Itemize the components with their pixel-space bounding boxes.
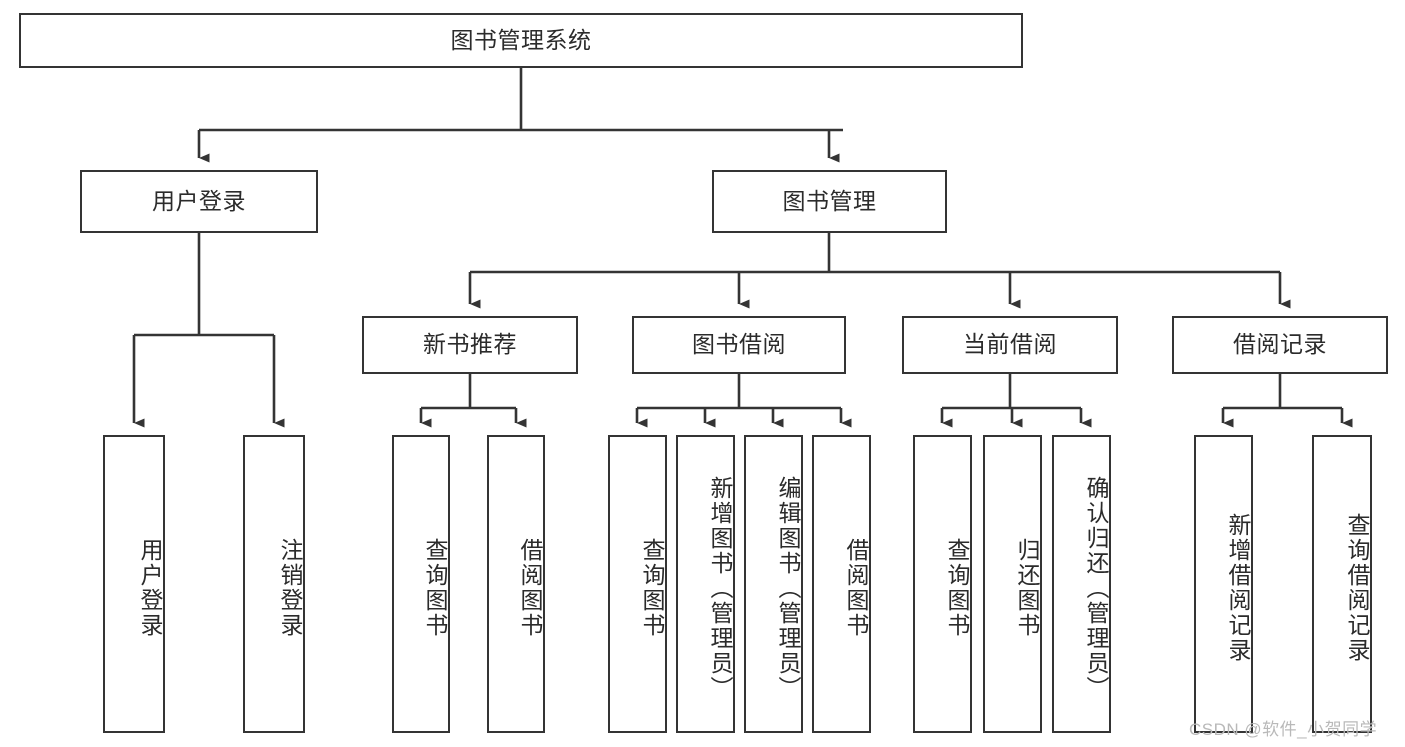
node-book-management-label: 图书管理 <box>782 187 877 214</box>
leaf-edit-book-admin-label: 编辑图书（管理员） <box>775 475 801 701</box>
node-user-login-label: 用户登录 <box>152 187 246 214</box>
node-root-label: 图书管理系统 <box>450 26 592 53</box>
leaf-borrow-book-label: 借阅图书 <box>843 538 869 638</box>
leaf-add-book-admin-label: 新增图书（管理员） <box>707 475 733 701</box>
leaf-confirm-return-admin[interactable]: 确认归还（管理员） <box>1052 435 1111 733</box>
node-user-login[interactable]: 用户登录 <box>80 170 318 233</box>
leaf-borrow-book-newbook[interactable]: 借阅图书 <box>487 435 545 733</box>
node-borrow-record[interactable]: 借阅记录 <box>1172 316 1388 374</box>
leaf-query-borrow-record[interactable]: 查询借阅记录 <box>1312 435 1372 733</box>
node-current-borrow-label: 当前借阅 <box>963 331 1057 358</box>
leaf-edit-book-admin[interactable]: 编辑图书（管理员） <box>744 435 803 733</box>
leaf-query-book-borrow-label: 查询图书 <box>639 538 665 638</box>
node-new-book-recommend[interactable]: 新书推荐 <box>362 316 578 374</box>
leaf-query-book-newbook[interactable]: 查询图书 <box>392 435 450 733</box>
leaf-borrow-book-newbook-label: 借阅图书 <box>517 538 543 638</box>
leaf-query-book-borrow[interactable]: 查询图书 <box>608 435 667 733</box>
node-root[interactable]: 图书管理系统 <box>19 13 1023 68</box>
leaf-user-login-label: 用户登录 <box>137 538 163 638</box>
leaf-user-login[interactable]: 用户登录 <box>103 435 165 733</box>
leaf-add-borrow-record[interactable]: 新增借阅记录 <box>1194 435 1253 733</box>
node-book-borrow[interactable]: 图书借阅 <box>632 316 846 374</box>
leaf-logout[interactable]: 注销登录 <box>243 435 305 733</box>
node-book-borrow-label: 图书借阅 <box>692 331 786 358</box>
leaf-query-book-newbook-label: 查询图书 <box>422 538 448 638</box>
leaf-return-book-label: 归还图书 <box>1014 538 1040 638</box>
leaf-return-book[interactable]: 归还图书 <box>983 435 1042 733</box>
leaf-query-borrow-record-label: 查询借阅记录 <box>1344 513 1370 663</box>
csdn-watermark: CSDN @软件_小贺同学 <box>1189 720 1378 739</box>
node-borrow-record-label: 借阅记录 <box>1233 331 1327 358</box>
leaf-query-book-current-label: 查询图书 <box>944 538 970 638</box>
node-book-management[interactable]: 图书管理 <box>712 170 947 233</box>
leaf-query-book-current[interactable]: 查询图书 <box>913 435 972 733</box>
leaf-logout-label: 注销登录 <box>277 538 303 638</box>
leaf-add-borrow-record-label: 新增借阅记录 <box>1225 513 1251 663</box>
node-new-book-recommend-label: 新书推荐 <box>423 331 517 358</box>
node-current-borrow[interactable]: 当前借阅 <box>902 316 1118 374</box>
leaf-add-book-admin[interactable]: 新增图书（管理员） <box>676 435 735 733</box>
leaf-borrow-book[interactable]: 借阅图书 <box>812 435 871 733</box>
leaf-confirm-return-admin-label: 确认归还（管理员） <box>1083 475 1109 701</box>
